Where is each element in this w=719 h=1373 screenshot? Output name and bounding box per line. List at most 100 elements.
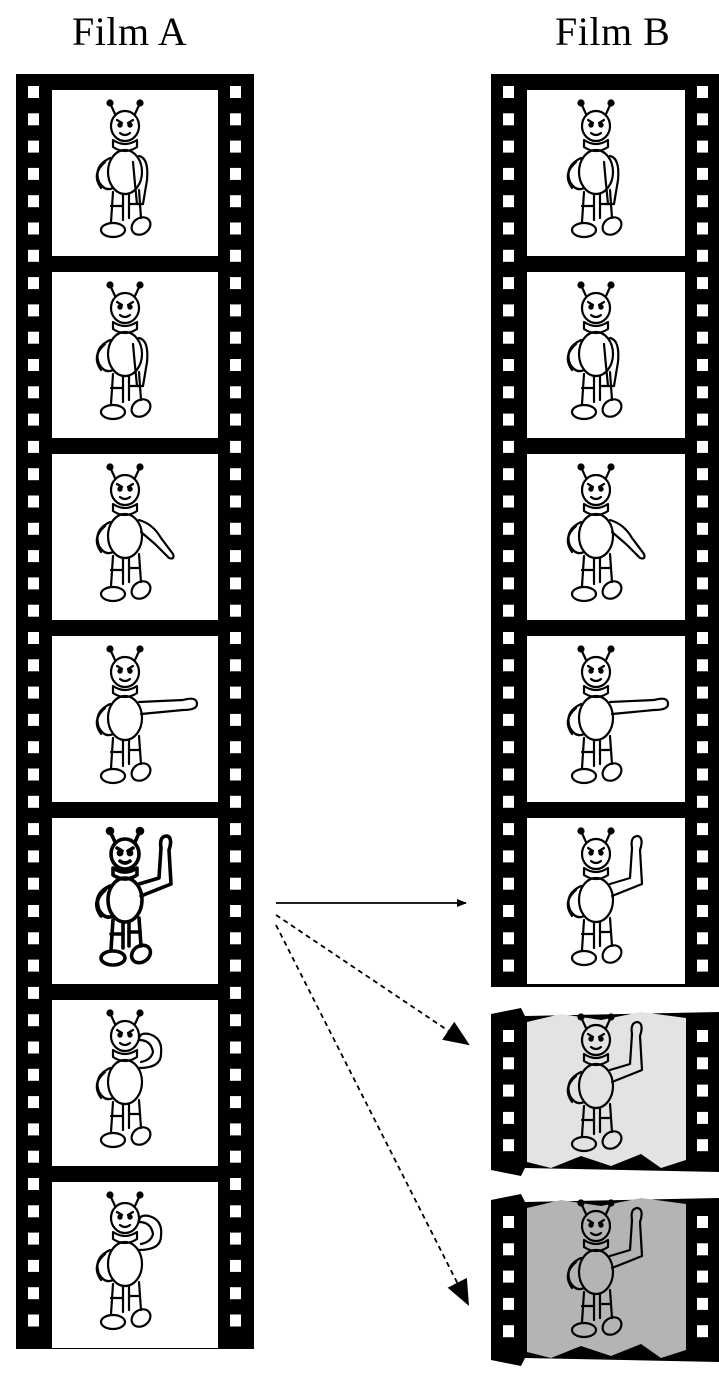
sprocket-hole: [503, 1216, 514, 1228]
sprocket-hole: [503, 1030, 514, 1042]
sprocket-hole: [230, 86, 241, 98]
sprocket-hole: [697, 1271, 708, 1283]
dashed-arrow-3: [276, 925, 468, 1304]
sprocket-hole: [503, 277, 514, 289]
sprocket-hole: [28, 332, 39, 344]
sprocket-hole: [230, 441, 241, 453]
sprocket-hole: [230, 1205, 241, 1217]
sprocket-hole: [230, 468, 241, 480]
sprocket-hole: [697, 960, 708, 972]
sprocket-hole: [230, 496, 241, 508]
sprocket-hole: [230, 769, 241, 781]
sprocket-hole: [28, 687, 39, 699]
sprocket-hole: [28, 1287, 39, 1299]
sprocket-hole: [230, 1096, 241, 1108]
sprocket-hole: [230, 960, 241, 972]
sprocket-hole: [28, 250, 39, 262]
sprocket-hole: [230, 168, 241, 180]
sprocket-hole: [28, 550, 39, 562]
sprocket-hole: [230, 414, 241, 426]
sprocket-hole: [28, 1096, 39, 1108]
film-b-frame-3: [527, 454, 685, 620]
sprocket-hole: [697, 414, 708, 426]
sprocket-hole: [697, 878, 708, 890]
film-a-frame-4: [52, 636, 218, 802]
sprocket-hole: [28, 960, 39, 972]
sprocket-hole: [230, 1151, 241, 1163]
sprocket-hole: [230, 687, 241, 699]
sprocket-hole: [28, 577, 39, 589]
sprocket-hole: [28, 1178, 39, 1190]
sprocket-hole: [697, 659, 708, 671]
sprocket-hole: [503, 632, 514, 644]
sprocket-hole: [503, 932, 514, 944]
sprocket-hole: [697, 523, 708, 535]
sprocket-hole: [503, 1057, 514, 1069]
sprocket-hole: [697, 223, 708, 235]
sprocket-hole: [697, 823, 708, 835]
sprocket-hole: [230, 850, 241, 862]
sprocket-hole: [28, 468, 39, 480]
sprocket-hole: [28, 796, 39, 808]
sprocket-hole: [503, 714, 514, 726]
sprocket-hole: [503, 523, 514, 535]
sprocket-hole: [230, 905, 241, 917]
film-b-frame-2: [527, 272, 685, 438]
sprocket-hole: [230, 1042, 241, 1054]
sprocket-hole: [28, 1233, 39, 1245]
sprocket-hole: [503, 960, 514, 972]
sprocket-hole: [503, 223, 514, 235]
sprocket-hole: [697, 441, 708, 453]
sprocket-hole: [503, 250, 514, 262]
sprocket-hole: [28, 1042, 39, 1054]
sprocket-hole: [28, 714, 39, 726]
sprocket-hole: [697, 741, 708, 753]
sprocket-hole: [230, 359, 241, 371]
sprocket-hole: [697, 277, 708, 289]
sprocket-hole: [697, 141, 708, 153]
sprocket-hole: [697, 1057, 708, 1069]
sprocket-hole: [28, 1205, 39, 1217]
sprocket-hole: [28, 523, 39, 535]
film-b-strip: [491, 74, 719, 987]
sprocket-hole: [230, 1123, 241, 1135]
sprocket-hole: [230, 741, 241, 753]
sprocket-hole: [697, 932, 708, 944]
film-a-strip: [16, 74, 254, 1349]
film-a-frame-2: [52, 272, 218, 438]
sprocket-hole: [697, 1243, 708, 1255]
sprocket-hole: [503, 414, 514, 426]
sprocket-hole: [503, 850, 514, 862]
sprocket-hole: [28, 195, 39, 207]
sprocket-hole: [230, 714, 241, 726]
sprocket-hole: [230, 386, 241, 398]
sprocket-hole: [503, 304, 514, 316]
film-a-frame-1: [52, 90, 218, 256]
sprocket-hole: [28, 168, 39, 180]
sprocket-hole: [697, 605, 708, 617]
sprocket-hole: [503, 86, 514, 98]
sprocket-hole: [230, 195, 241, 207]
sprocket-hole: [28, 823, 39, 835]
film-strips: [16, 74, 719, 1366]
sprocket-hole: [697, 332, 708, 344]
sprocket-hole: [230, 1260, 241, 1272]
sprocket-hole: [503, 386, 514, 398]
film-b-frame-5: [527, 818, 685, 984]
sprocket-hole: [503, 905, 514, 917]
sprocket-hole: [28, 1315, 39, 1327]
sprocket-hole: [503, 359, 514, 371]
sprocket-hole: [697, 1298, 708, 1310]
sprocket-hole: [28, 141, 39, 153]
sprocket-hole: [28, 496, 39, 508]
sprocket-hole: [230, 1014, 241, 1026]
sprocket-hole: [697, 304, 708, 316]
sprocket-hole: [230, 823, 241, 835]
sprocket-hole: [230, 250, 241, 262]
sprocket-hole: [230, 878, 241, 890]
sprocket-hole: [28, 414, 39, 426]
torn-piece-2: [491, 1194, 719, 1366]
sprocket-hole: [28, 769, 39, 781]
sprocket-hole: [697, 168, 708, 180]
